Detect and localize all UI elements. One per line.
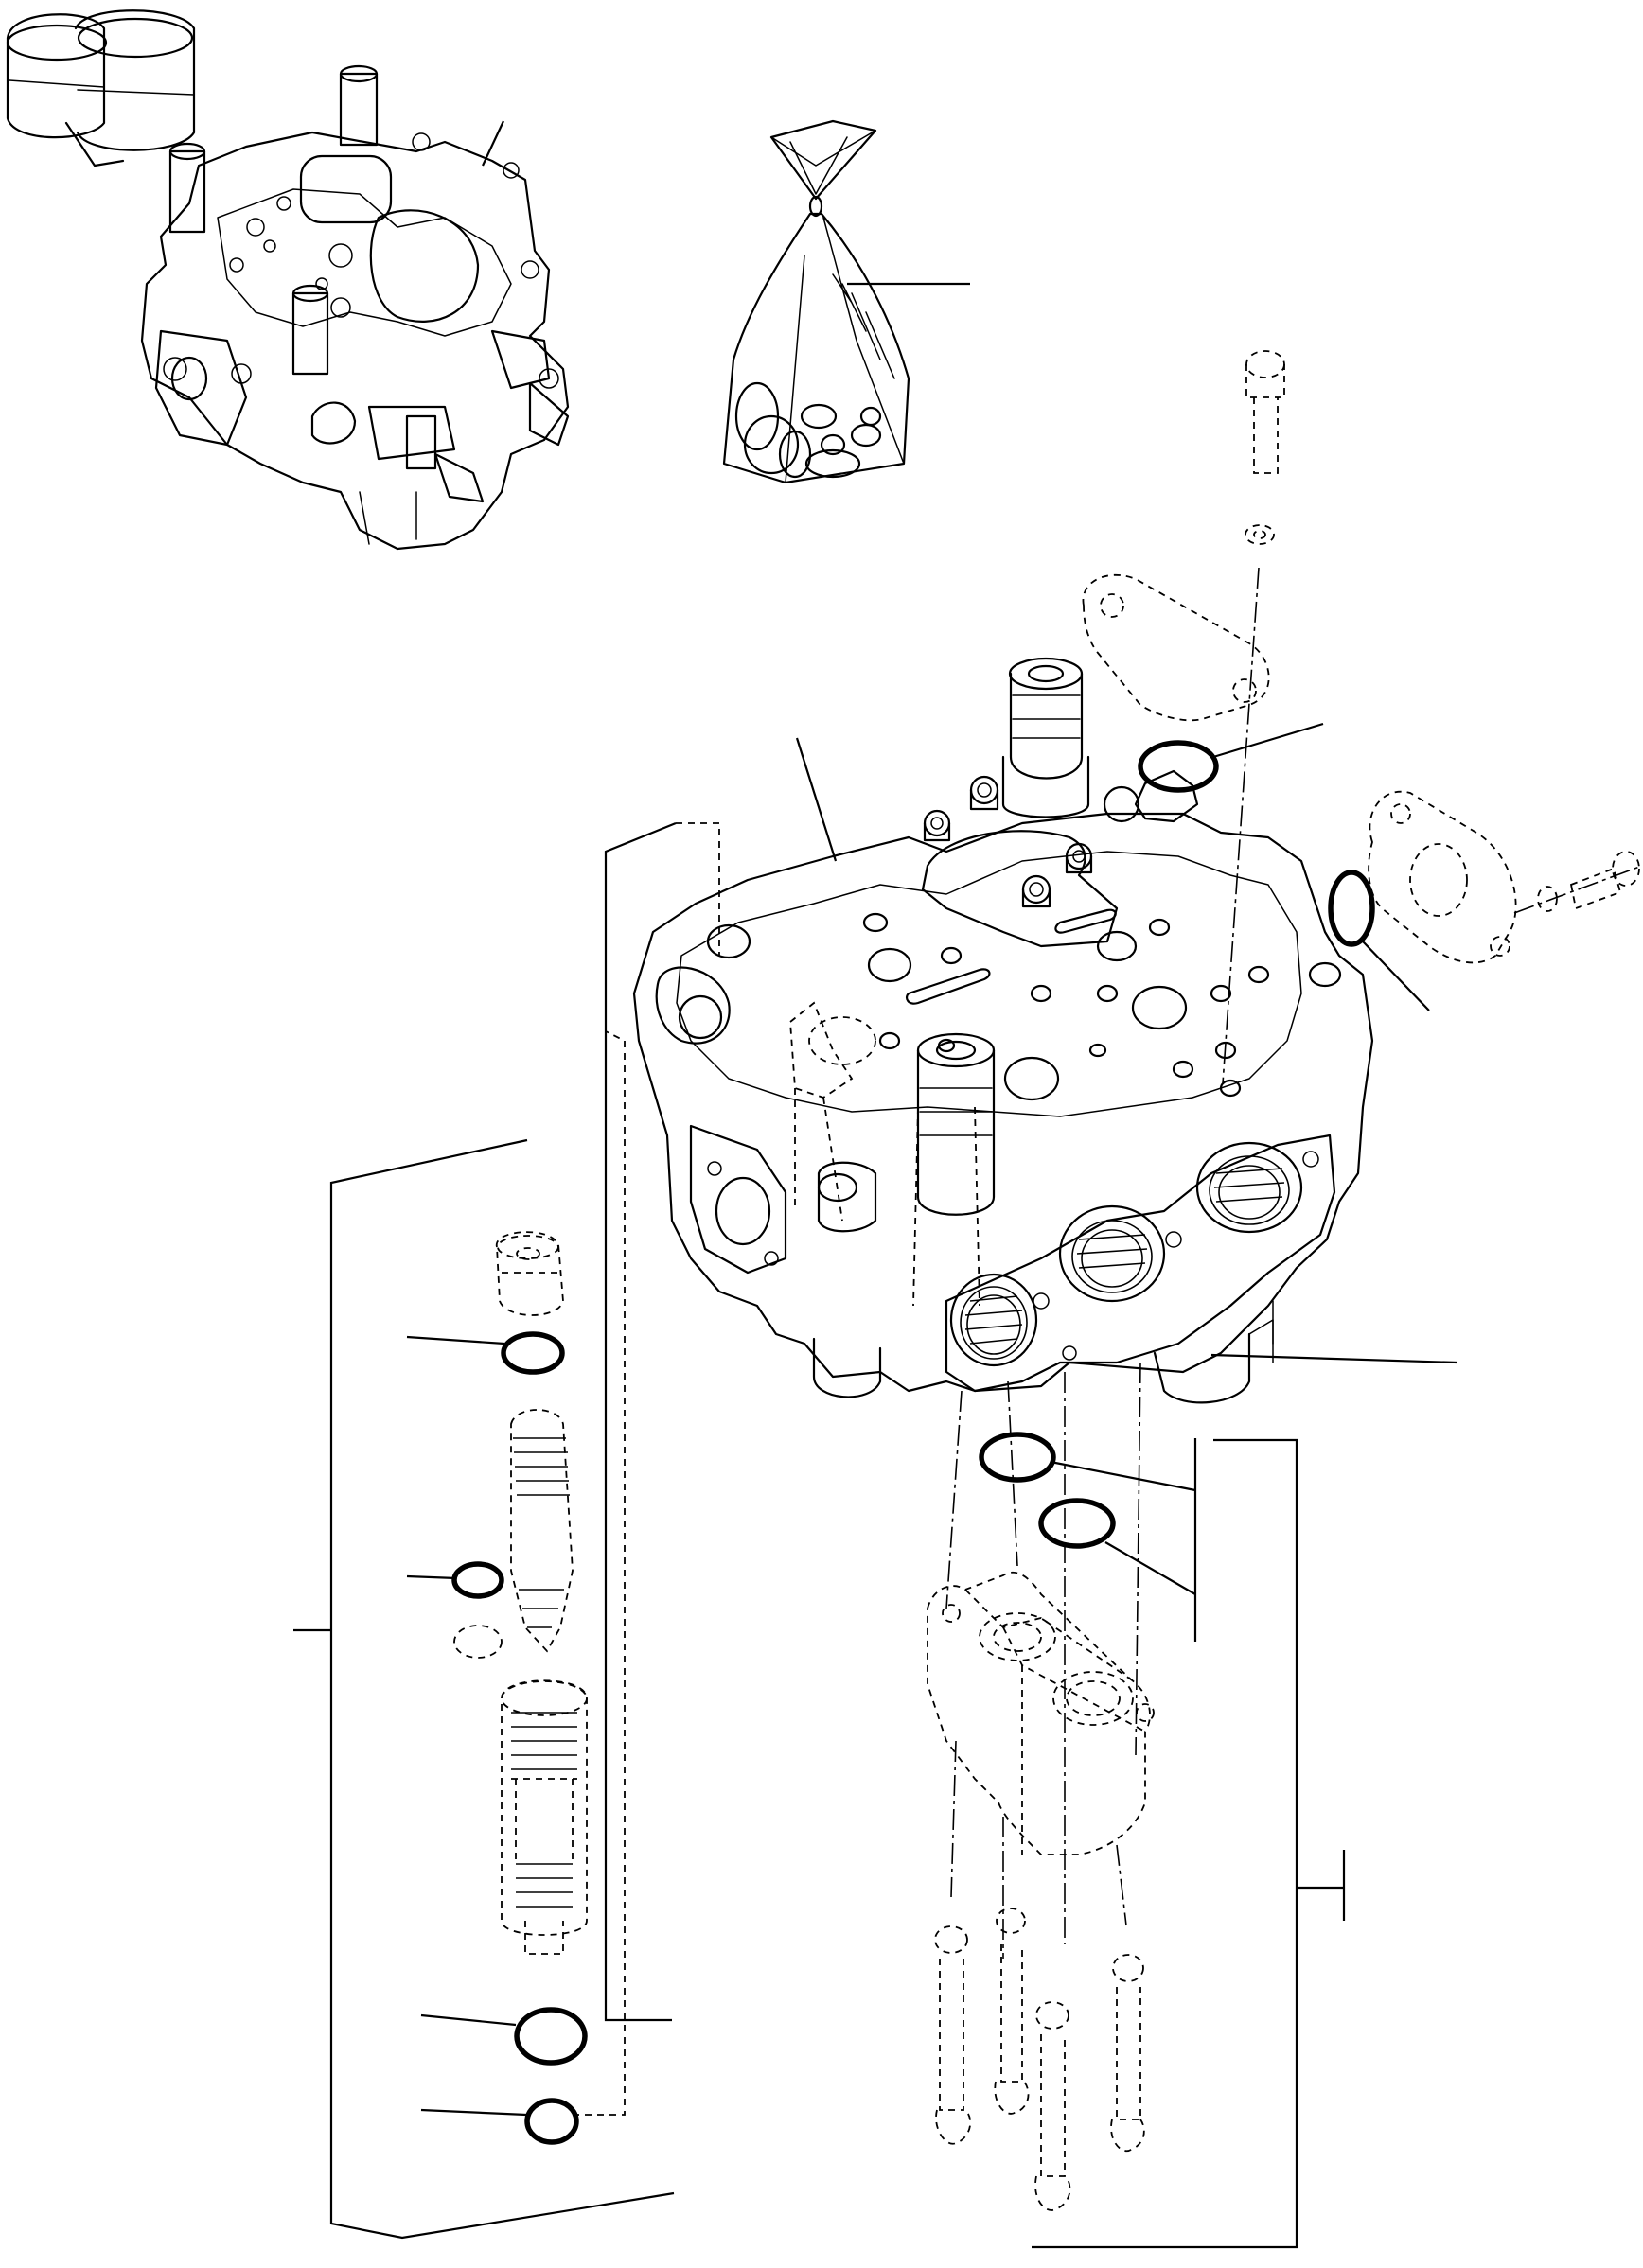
assembly-brackets [293,821,720,2240]
flange-block [927,1362,1155,1959]
seal-kit-bag [722,119,970,484]
top-cover-plate [1082,350,1324,1084]
side-cover-plate [1328,790,1643,1011]
control-valve-assembly-overview [6,9,570,551]
valve-body [632,657,1458,1404]
o-rings [979,1432,1346,2249]
relief-valve-cartridge [406,1231,588,2145]
mounting-bolts [934,1908,1145,2211]
